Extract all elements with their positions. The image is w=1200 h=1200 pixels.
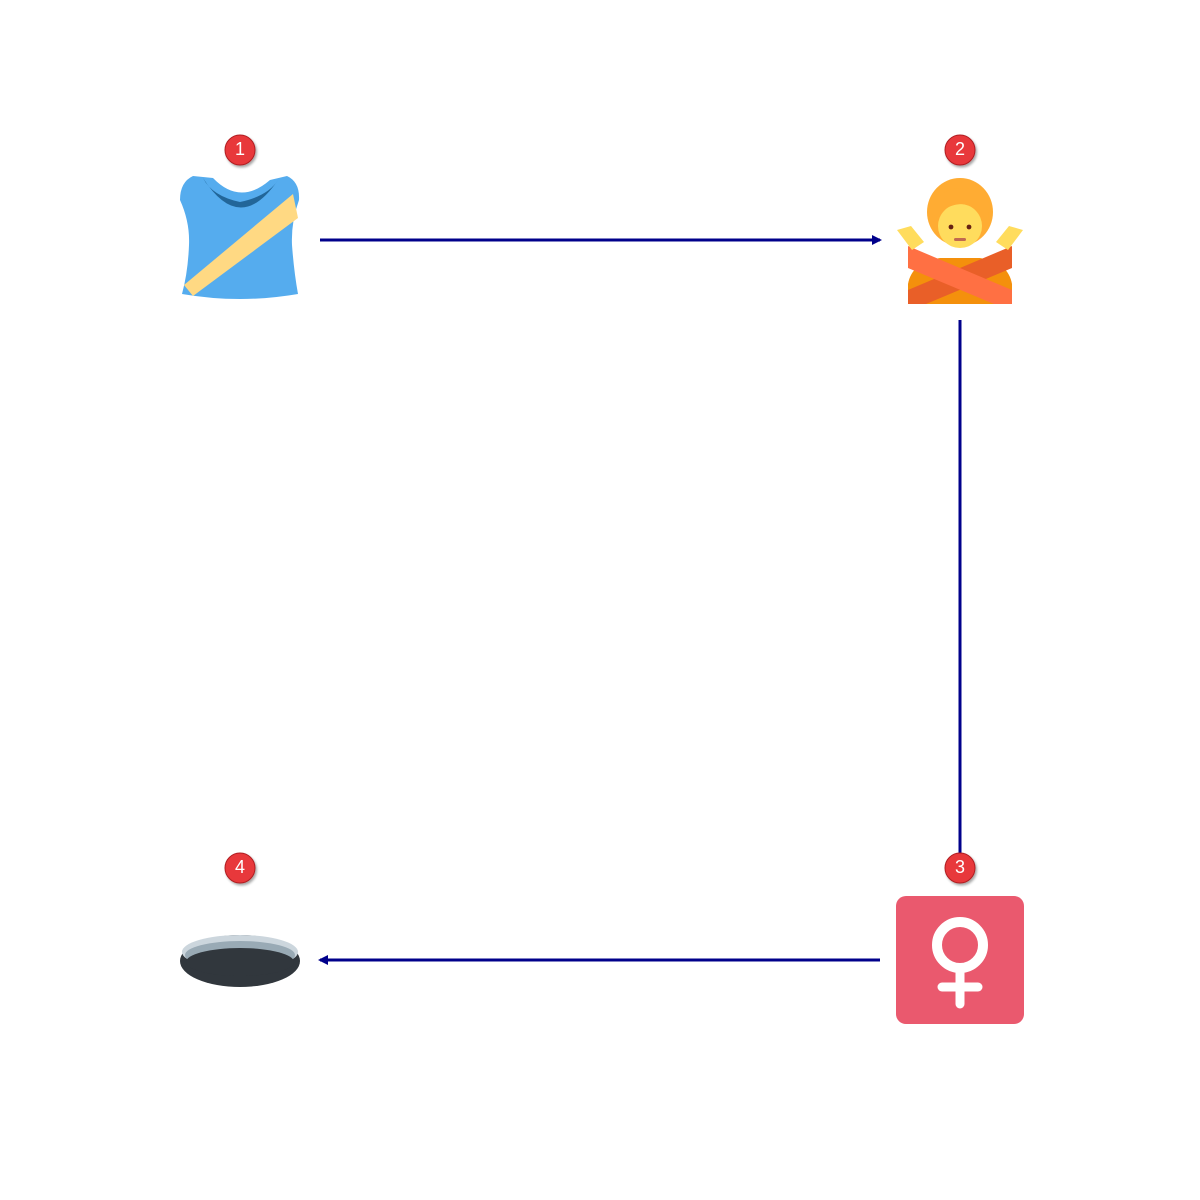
node-1: [180, 176, 300, 299]
step-badge-3: [944, 852, 976, 884]
node-4: [180, 935, 300, 987]
step-badge-1: [224, 134, 256, 166]
step-badge-2: [944, 134, 976, 166]
step-badge-4: [224, 852, 256, 884]
step-badge-3-label: 3: [955, 857, 965, 877]
step-badge-4-label: 4: [235, 857, 245, 877]
node-3: [896, 896, 1024, 1024]
node-2: [897, 178, 1023, 304]
womans-clothes-icon: [180, 176, 300, 299]
hole-icon: [180, 935, 300, 987]
step-badge-1-label: 1: [235, 139, 245, 159]
female-sign-icon: [896, 896, 1024, 1024]
step-badge-2-label: 2: [955, 139, 965, 159]
person-gesturing-no-icon: [897, 178, 1023, 304]
